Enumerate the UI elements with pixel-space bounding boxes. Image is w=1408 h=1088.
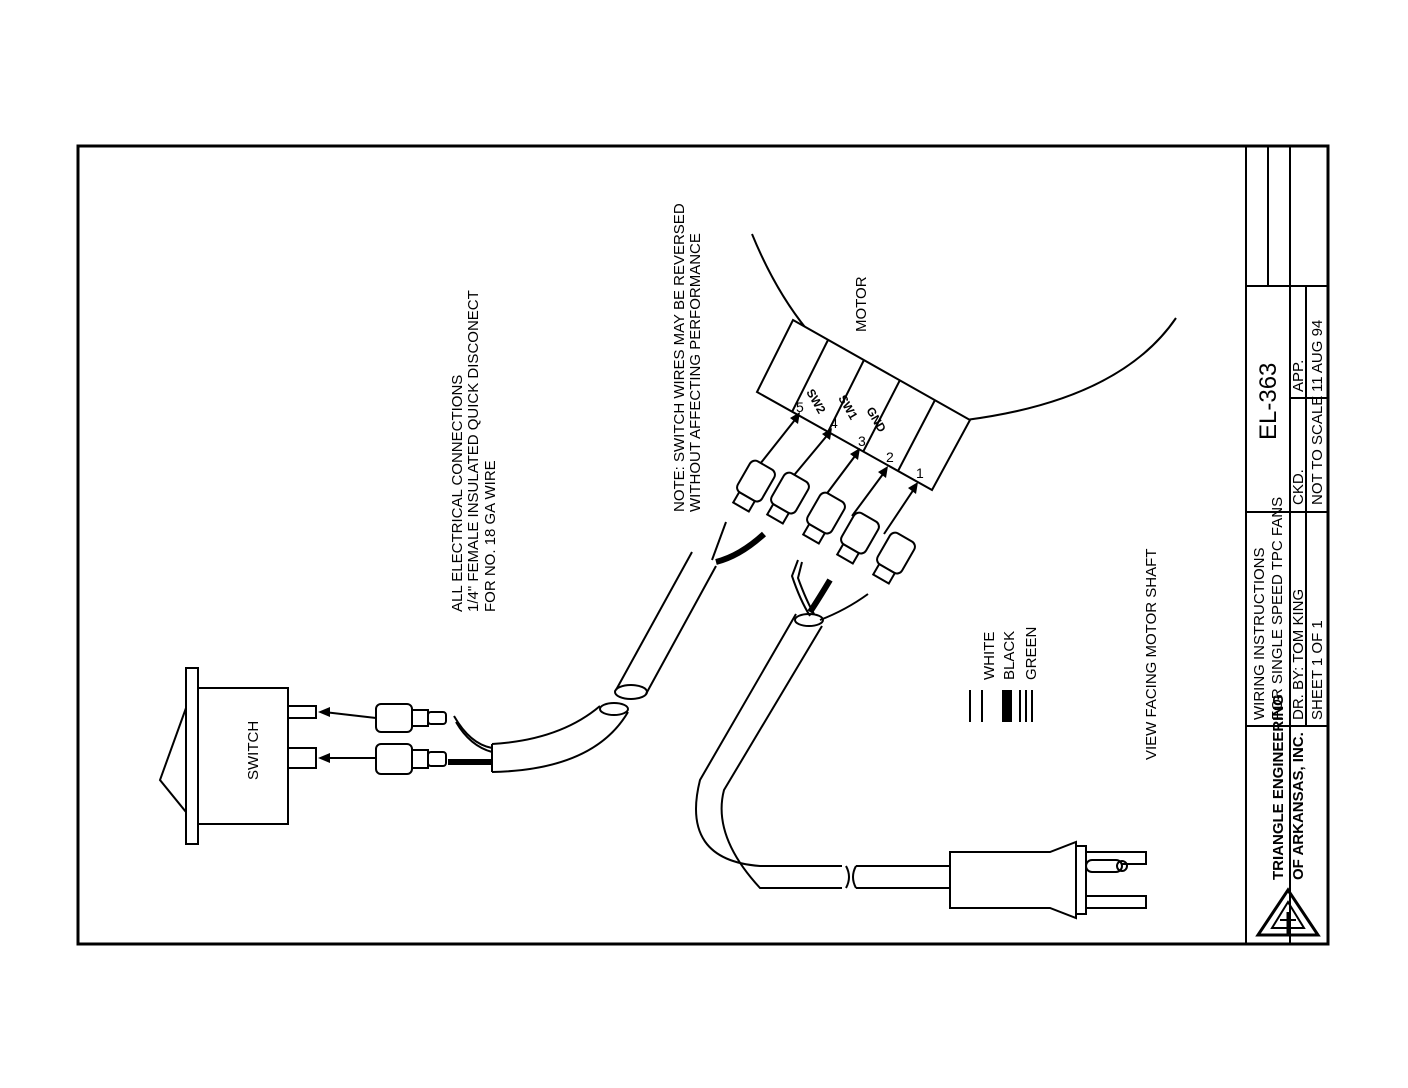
reverse-note-line2: WITHOUT AFFECTING PERFORMANCE xyxy=(687,233,704,512)
title-block: TRIANGLE ENGINEERING OF ARKANSAS, INC. W… xyxy=(1245,146,1328,944)
connections-note-line1: ALL ELECTRICAL CONNECTIONS xyxy=(449,375,466,612)
legend-black-label: BLACK xyxy=(1001,631,1018,680)
terminal-4-number: 4 xyxy=(830,415,838,431)
date-label: 11 AUG 94 xyxy=(1309,320,1326,392)
connector-1 xyxy=(871,531,916,585)
company-name-line1: TRIANGLE ENGINEERING xyxy=(1270,694,1287,880)
scale-label: NOT TO SCALE xyxy=(1309,396,1326,505)
sheet-number: SHEET 1 OF 1 xyxy=(1309,620,1326,720)
switch-label: SWITCH xyxy=(245,721,262,780)
drawing-number: EL-363 xyxy=(1255,363,1282,440)
drawing-border xyxy=(76,144,1330,946)
terminal-1-number: 1 xyxy=(916,465,924,481)
terminal-strip xyxy=(755,318,972,492)
motor-lead-wires xyxy=(790,559,869,621)
terminal-arrows xyxy=(759,412,918,535)
connector-sw1 xyxy=(765,471,810,525)
approved-label: APP. xyxy=(1290,360,1307,392)
switch: SWITCH xyxy=(158,667,317,845)
connections-note-line2: 1/4" FEMALE INSULATED QUICK DISCONECT xyxy=(465,290,482,612)
legend-white-label: WHITE xyxy=(981,632,998,680)
triangle-logo-icon xyxy=(1255,887,1321,937)
legend-black: BLACK xyxy=(1001,631,1018,722)
switch-lead-wires xyxy=(711,521,767,565)
reverse-note-line1: NOTE: SWITCH WIRES MAY BE REVERSED xyxy=(671,203,688,512)
legend-green: GREEN xyxy=(1019,627,1040,722)
connector-gnd xyxy=(801,491,846,545)
drawn-by: DR. BY: TOM KING xyxy=(1290,589,1307,720)
checked-label: CKD. xyxy=(1290,469,1307,505)
terminal-3-number: 3 xyxy=(858,433,866,449)
connector-2 xyxy=(835,511,880,565)
switch-connectors xyxy=(318,703,447,775)
legend-white: WHITE xyxy=(969,632,998,722)
legend-green-label: GREEN xyxy=(1023,627,1040,680)
connector-sw2 xyxy=(731,459,776,513)
terminal-2-number: 2 xyxy=(886,449,894,465)
plug-icon xyxy=(949,840,1147,920)
motor: MOTOR SW2 SW1 GND 5 4 3 2 1 xyxy=(751,233,1177,492)
title-line2: FOR SINGLE SPEED TPC FANS xyxy=(1269,497,1286,720)
company-name-line2: OF ARKANSAS, INC. xyxy=(1290,732,1307,880)
motor-connectors xyxy=(731,459,916,585)
terminal-5-number: 5 xyxy=(796,399,804,415)
power-cord xyxy=(695,613,950,889)
title-line1: WIRING INSTRUCTIONS xyxy=(1251,548,1268,721)
switch-cable xyxy=(491,551,717,773)
view-note: VIEW FACING MOTOR SHAFT xyxy=(1143,549,1160,760)
switch-side-wires xyxy=(448,715,493,765)
connections-note-line3: FOR NO. 18 GA WIRE xyxy=(482,460,499,612)
legend: WHITE BLACK GREEN xyxy=(969,627,1040,722)
motor-label: MOTOR xyxy=(853,276,870,332)
